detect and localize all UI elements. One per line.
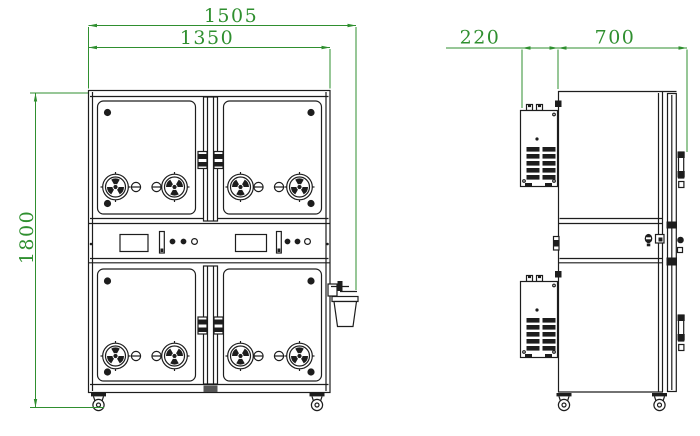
control-panel [89, 230, 329, 254]
radiation-dial-row-bottom-left [101, 341, 190, 371]
dimension-depths: 220 700 [446, 27, 688, 152]
sample-cup [327, 281, 359, 328]
dimension-overall-height: 1800 [16, 92, 104, 408]
switch-slot-left [158, 230, 165, 254]
dim-cabinet-depth-label: 700 [595, 27, 636, 49]
dim-rear-unit-depth-label: 220 [460, 27, 501, 49]
dim-cabinet-width-label: 1350 [180, 27, 234, 49]
dimension-cabinet-width: 1350 [88, 27, 331, 89]
caster-front-right [308, 392, 326, 412]
caster-side-left [555, 392, 573, 412]
dim-overall-height-label: 1800 [16, 210, 38, 264]
dimension-overall-width: 1505 [88, 5, 357, 290]
door-top-left [96, 100, 197, 215]
cabinet-shell [87, 89, 331, 394]
dimensions: 1505 1350 1800 220 [16, 5, 688, 408]
caster-side-right [651, 392, 668, 412]
side-front-door-edge [666, 92, 677, 393]
display-right [234, 233, 268, 253]
switch-slot-right [275, 230, 282, 254]
hinge-pin [103, 108, 112, 117]
door-bottom-left [96, 268, 197, 382]
dim-overall-width-label: 1505 [204, 5, 258, 27]
indicator-button [169, 238, 176, 245]
door-bottom-right [222, 268, 323, 382]
display-left [119, 233, 149, 253]
side-band-controls [552, 233, 684, 254]
radiation-dial-row-top-right [226, 172, 315, 202]
center-post-upper [202, 96, 219, 222]
rear-vent-unit-lower [519, 274, 559, 359]
side-handle-upper [676, 150, 686, 189]
side-view [519, 90, 686, 412]
radiation-dial-row-bottom-right [226, 341, 315, 371]
rear-vent-unit-upper [519, 103, 559, 188]
side-handle-lower [676, 313, 686, 352]
radiation-dial-row-top-left [101, 172, 190, 202]
front-view [87, 89, 359, 412]
